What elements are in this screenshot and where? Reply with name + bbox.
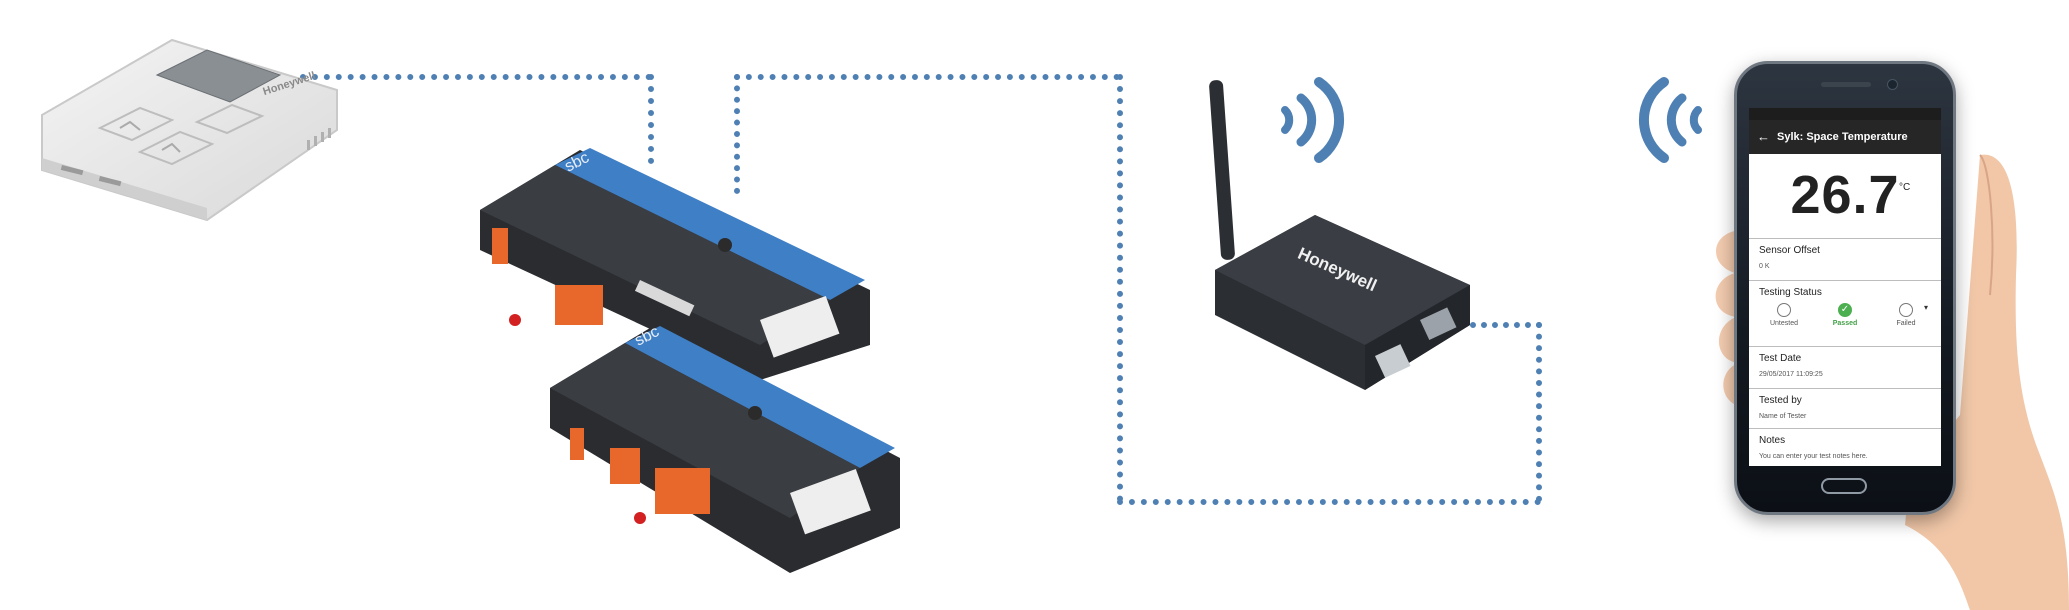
- status-option-failed[interactable]: Failed: [1881, 303, 1931, 327]
- wifi-waves-icon: [1638, 77, 1702, 163]
- status-option-passed[interactable]: ✓ Passed: [1832, 303, 1858, 327]
- radio-empty-icon: [1899, 303, 1913, 317]
- connector-gateway-port: [1470, 322, 1542, 328]
- testing-status-row: Testing Status Untested ✓ Passed Failed …: [1749, 280, 1941, 347]
- phone-nav-bar: [1749, 472, 1941, 502]
- phone-camera: [1887, 79, 1898, 90]
- smartphone-in-hand: ← Sylk: Space Temperature 26.7 °C Sensor…: [1690, 55, 2069, 610]
- connector-thermostat-controller-h: [300, 74, 652, 80]
- connector-controller-gateway-up: [734, 74, 740, 194]
- sensor-offset-label: Sensor Offset: [1759, 245, 1820, 256]
- phone-body: ← Sylk: Space Temperature 26.7 °C Sensor…: [1734, 61, 1956, 515]
- test-date-row[interactable]: Test Date 29/05/2017 11:09:25: [1749, 346, 1941, 389]
- wifi-waves-icon: [1281, 77, 1345, 163]
- status-bar: [1749, 108, 1941, 120]
- radio-check-icon: ✓: [1838, 303, 1852, 317]
- wall-thermostat: Honeywell: [22, 30, 342, 230]
- gateway-illustration: [1209, 80, 1470, 390]
- phone-screen: ← Sylk: Space Temperature 26.7 °C Sensor…: [1749, 108, 1941, 466]
- connector-loop-right: [1117, 74, 1123, 502]
- back-arrow-icon[interactable]: ←: [1757, 129, 1770, 144]
- sensor-offset-row[interactable]: Sensor Offset 0 K: [1749, 238, 1941, 281]
- tested-by-row[interactable]: Tested by Name of Tester: [1749, 388, 1941, 429]
- connector-loop-up: [1536, 322, 1542, 502]
- connector-thermostat-controller-v: [648, 74, 654, 164]
- temperature-display: 26.7 °C: [1749, 164, 1941, 226]
- wireless-gateway: Honeywell: [1195, 60, 1485, 410]
- temperature-unit: °C: [1899, 182, 1911, 193]
- test-date-value[interactable]: 29/05/2017 11:09:25: [1759, 371, 1823, 378]
- temperature-value: 26.7: [1790, 165, 1900, 225]
- antenna-icon: [1209, 80, 1235, 260]
- notes-label: Notes: [1759, 435, 1786, 446]
- app-bar: ← Sylk: Space Temperature: [1749, 120, 1941, 154]
- home-button[interactable]: [1821, 478, 1867, 494]
- sensor-offset-value[interactable]: 0 K: [1759, 263, 1770, 270]
- radio-empty-icon: [1777, 303, 1791, 317]
- connector-controller-gateway-top: [734, 74, 1120, 80]
- connector-loop-bottom: [1117, 499, 1541, 505]
- notes-input[interactable]: You can enter your test notes here.: [1759, 453, 1868, 460]
- controller-top: sbc: [480, 148, 870, 380]
- phone-speaker: [1821, 82, 1871, 87]
- controller-bottom: sbc: [550, 323, 900, 573]
- tested-by-input[interactable]: Name of Tester: [1759, 413, 1807, 420]
- tested-by-label: Tested by: [1759, 395, 1802, 406]
- notes-row[interactable]: Notes You can enter your test notes here…: [1749, 428, 1941, 466]
- app-title: Sylk: Space Temperature: [1777, 131, 1908, 143]
- thermostat-illustration: [41, 38, 338, 222]
- status-option-untested[interactable]: Untested: [1759, 303, 1809, 327]
- testing-status-label: Testing Status: [1759, 287, 1822, 298]
- test-date-label: Test Date: [1759, 353, 1802, 364]
- chevron-down-icon[interactable]: ▾: [1924, 303, 1929, 312]
